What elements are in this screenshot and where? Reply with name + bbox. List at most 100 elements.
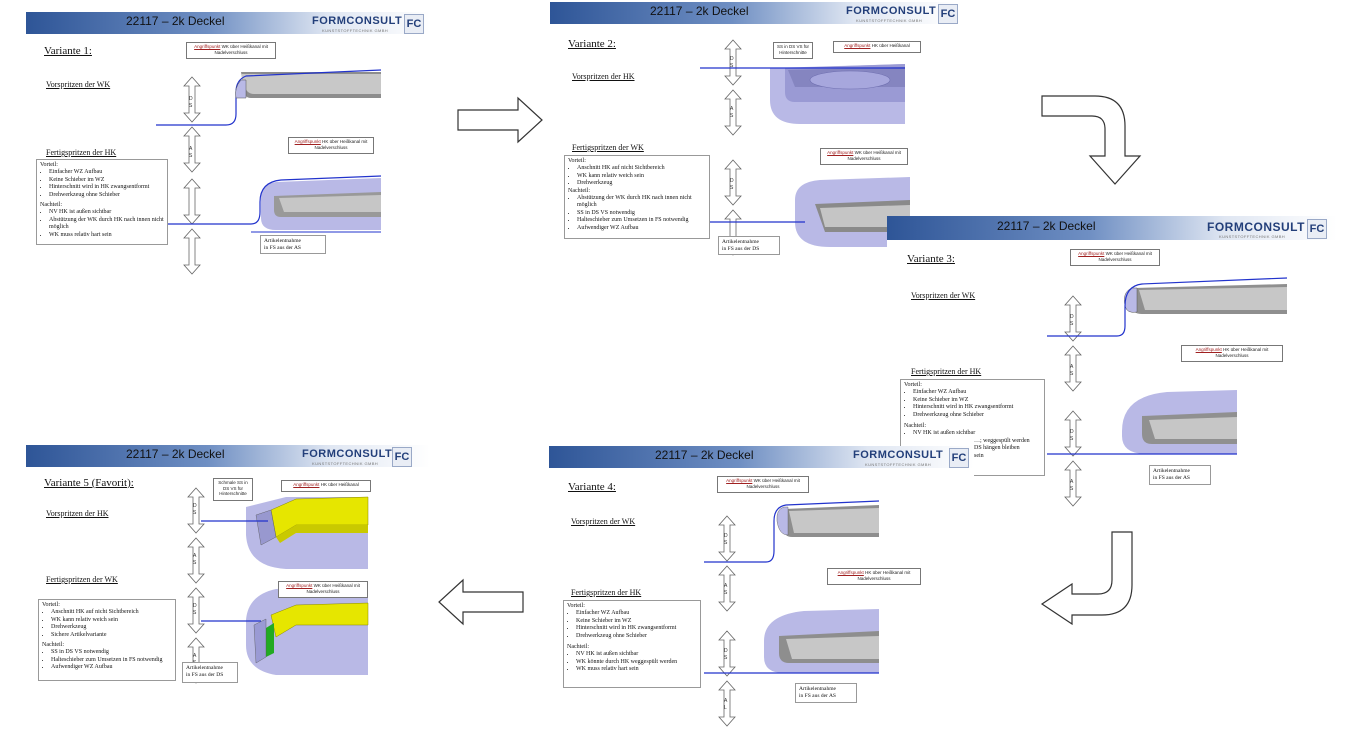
pros-cons-box: Vorteil: Einfacher WZ Aufbau Keine Schie…	[563, 600, 701, 688]
step-label-2: Fertigspritzen der WK	[46, 575, 118, 584]
callout-injection-point-wk: Angriffspunkt WK über Heißkanal mit Nade…	[717, 476, 809, 493]
part-removal-note: Artikelentnahme in FS aus der AS	[1149, 465, 1211, 485]
step-label-1: Vorspritzen der HK	[46, 509, 109, 518]
svg-text:S: S	[730, 113, 734, 119]
callout-injection-point-hk: Angriffspunkt HK über Heißkanal	[833, 41, 921, 53]
svg-text:A: A	[1070, 364, 1074, 370]
callout-injection-point-hk: Angriffspunkt HK über Heißkanal mit Nade…	[1181, 345, 1283, 362]
slide-variante-4: 22117 – 2k Deckel FORMCONSULT KUNSTSTOFF…	[549, 446, 974, 727]
pro-item: Keine Schieber im WZ	[576, 618, 697, 625]
slide-header-title: 22117 – 2k Deckel	[126, 14, 225, 28]
formconsult-logo: FORMCONSULT	[846, 5, 937, 17]
pro-item: WK kann relativ weich sein	[51, 617, 172, 624]
step-label-1: Vorspritzen der WK	[571, 517, 636, 526]
pro-item: Hinterschnitt wird in HK zwangsentformt	[913, 404, 1041, 411]
fc-logo-icon: FC	[949, 448, 969, 468]
variant-title: Variante 3:	[907, 253, 955, 265]
con-item: Aufwendiger WZ Aufbau	[51, 664, 172, 671]
callout-injection-point-wk: Angriffspunkt WK über Heißkanal mit Nade…	[186, 42, 276, 59]
svg-text:S: S	[189, 103, 193, 109]
formconsult-logo: FORMCONSULT	[302, 448, 393, 460]
svg-text:A: A	[193, 653, 197, 659]
fc-logo-icon: FC	[392, 447, 412, 467]
svg-text:A: A	[730, 106, 734, 112]
svg-text:D: D	[730, 178, 734, 184]
svg-text:A: A	[724, 583, 728, 589]
step-label-2: Fertigspritzen der HK	[46, 148, 117, 157]
fc-logo-icon: FC	[1307, 219, 1327, 239]
pro-item: Einfacher WZ Aufbau	[576, 610, 697, 617]
svg-text:D: D	[1070, 429, 1074, 435]
part-removal-note: Artikelentnahme in FS aus der AS	[260, 235, 326, 254]
variant-title: Variante 5 (Favorit):	[44, 477, 134, 489]
svg-text:S: S	[1070, 436, 1074, 442]
svg-text:A: A	[724, 698, 728, 704]
step-label-2: Fertigspritzen der HK	[911, 367, 982, 376]
pro-item: Einfacher WZ Aufbau	[913, 389, 1041, 396]
fc-logo-icon: FC	[404, 14, 424, 34]
pro-item: Einfacher WZ Aufbau	[49, 169, 164, 176]
formconsult-logo-subtitle: KUNSTSTOFFTECHNIK GMBH	[322, 28, 389, 33]
slide-variante-3: 22117 – 2k Deckel FORMCONSULT KUNSTSTOFF…	[887, 216, 1337, 507]
svg-text:D: D	[193, 503, 197, 509]
slide-header-title: 22117 – 2k Deckel	[997, 219, 1096, 233]
slide-variante-5: 22117 – 2k Deckel FORMCONSULT KUNSTSTOFF…	[26, 445, 430, 700]
callout-injection-point-hk: Angriffspunkt HK über Heißkanal	[281, 480, 371, 492]
formconsult-logo-subtitle: KUNSTSTOFFTECHNIK GMBH	[865, 462, 932, 467]
step-label-2: Fertigspritzen der WK	[572, 143, 644, 152]
con-item: Abstützung der WK durch HK nach innen ni…	[577, 195, 706, 210]
svg-text:A: A	[189, 146, 193, 152]
con-item: NV HK ist außen sichtbar	[49, 209, 164, 216]
con-item: SS in DS VS notwendig	[577, 210, 706, 217]
part-removal-note: Artikelentnahme in FS aus der DS	[182, 662, 238, 683]
svg-text:L: L	[724, 705, 727, 711]
svg-text:S: S	[730, 185, 734, 191]
svg-text:S: S	[1070, 371, 1074, 377]
svg-text:D: D	[730, 56, 734, 62]
arrow-curve-down-icon	[1041, 95, 1142, 185]
step-label-1: Vorspritzen der WK	[46, 80, 111, 89]
con-item: WK könnte durch HK weggespült werden	[576, 659, 697, 666]
pros-cons-box: Vorteil: Anschnitt HK auf nicht Sichtber…	[38, 599, 176, 681]
formconsult-logo: FORMCONSULT	[853, 449, 944, 461]
svg-text:D: D	[724, 533, 728, 539]
step-label-1: Vorspritzen der WK	[911, 291, 976, 300]
svg-text:S: S	[724, 540, 728, 546]
svg-text:D: D	[724, 648, 728, 654]
part-removal-note: Artikelentnahme in FS aus der DS	[718, 236, 780, 255]
arrow-right-icon	[457, 96, 543, 144]
svg-text:S: S	[193, 560, 197, 566]
con-item: Halteschieber zum Umsetzen in FS notwend…	[51, 657, 172, 664]
svg-text:S: S	[189, 153, 193, 159]
slide-header	[887, 216, 1337, 240]
slide-variante-1: 22117 – 2k Deckel FORMCONSULT KUNSTSTOFF…	[26, 12, 430, 275]
svg-text:D: D	[189, 96, 193, 102]
slide-header	[550, 2, 955, 24]
pro-item: Anschnitt HK auf nicht Sichtbereich	[577, 165, 706, 172]
variant-title: Variante 2:	[568, 38, 616, 50]
con-item: Abstützung der WK durch HK nach innen ni…	[49, 217, 164, 232]
svg-text:S: S	[724, 590, 728, 596]
part-removal-note: Artikelentnahme in FS aus der AS	[795, 683, 857, 703]
part-section-drawing-3: D S A S D S A S	[1047, 277, 1288, 507]
callout-injection-point-hk: Angriffspunkt HK über Heißkanal mit Nade…	[288, 137, 374, 154]
slide-header	[26, 445, 430, 467]
callout-injection-point-wk: Angriffspunkt WK über Heißkanal mit Nade…	[820, 148, 908, 165]
arrow-left-icon	[438, 578, 524, 626]
pros-cons-box: Vorteil: Einfacher WZ Aufbau Keine Schie…	[36, 159, 168, 245]
pro-item: Anschnitt HK auf nicht Sichtbereich	[51, 609, 172, 616]
callout-injection-point-wk: Angriffspunkt WK über Heißkanal mit Nade…	[278, 581, 368, 598]
pro-item: Keine Schieber im WZ	[49, 177, 164, 184]
svg-text:S: S	[1070, 486, 1074, 492]
con-item: NV HK ist außen sichtbar	[913, 430, 1041, 437]
svg-text:S: S	[724, 655, 728, 661]
slide-variante-2: 22117 – 2k Deckel FORMCONSULT KUNSTSTOFF…	[550, 2, 958, 257]
callout-injection-point-wk: Angriffspunkt WK über Heißkanal mit Nade…	[1070, 249, 1160, 266]
svg-text:A: A	[1070, 479, 1074, 485]
pro-item: Drehwerkzeug ohne Schieber	[576, 633, 697, 640]
slide-header-title: 22117 – 2k Deckel	[655, 448, 754, 462]
formconsult-logo: FORMCONSULT	[1207, 220, 1305, 234]
variant-title: Variante 1:	[44, 45, 92, 57]
callout-injection-point-hk: Angriffspunkt HK über Heißkanal mit Nade…	[827, 568, 921, 585]
variant-title: Variante 4:	[568, 481, 616, 493]
